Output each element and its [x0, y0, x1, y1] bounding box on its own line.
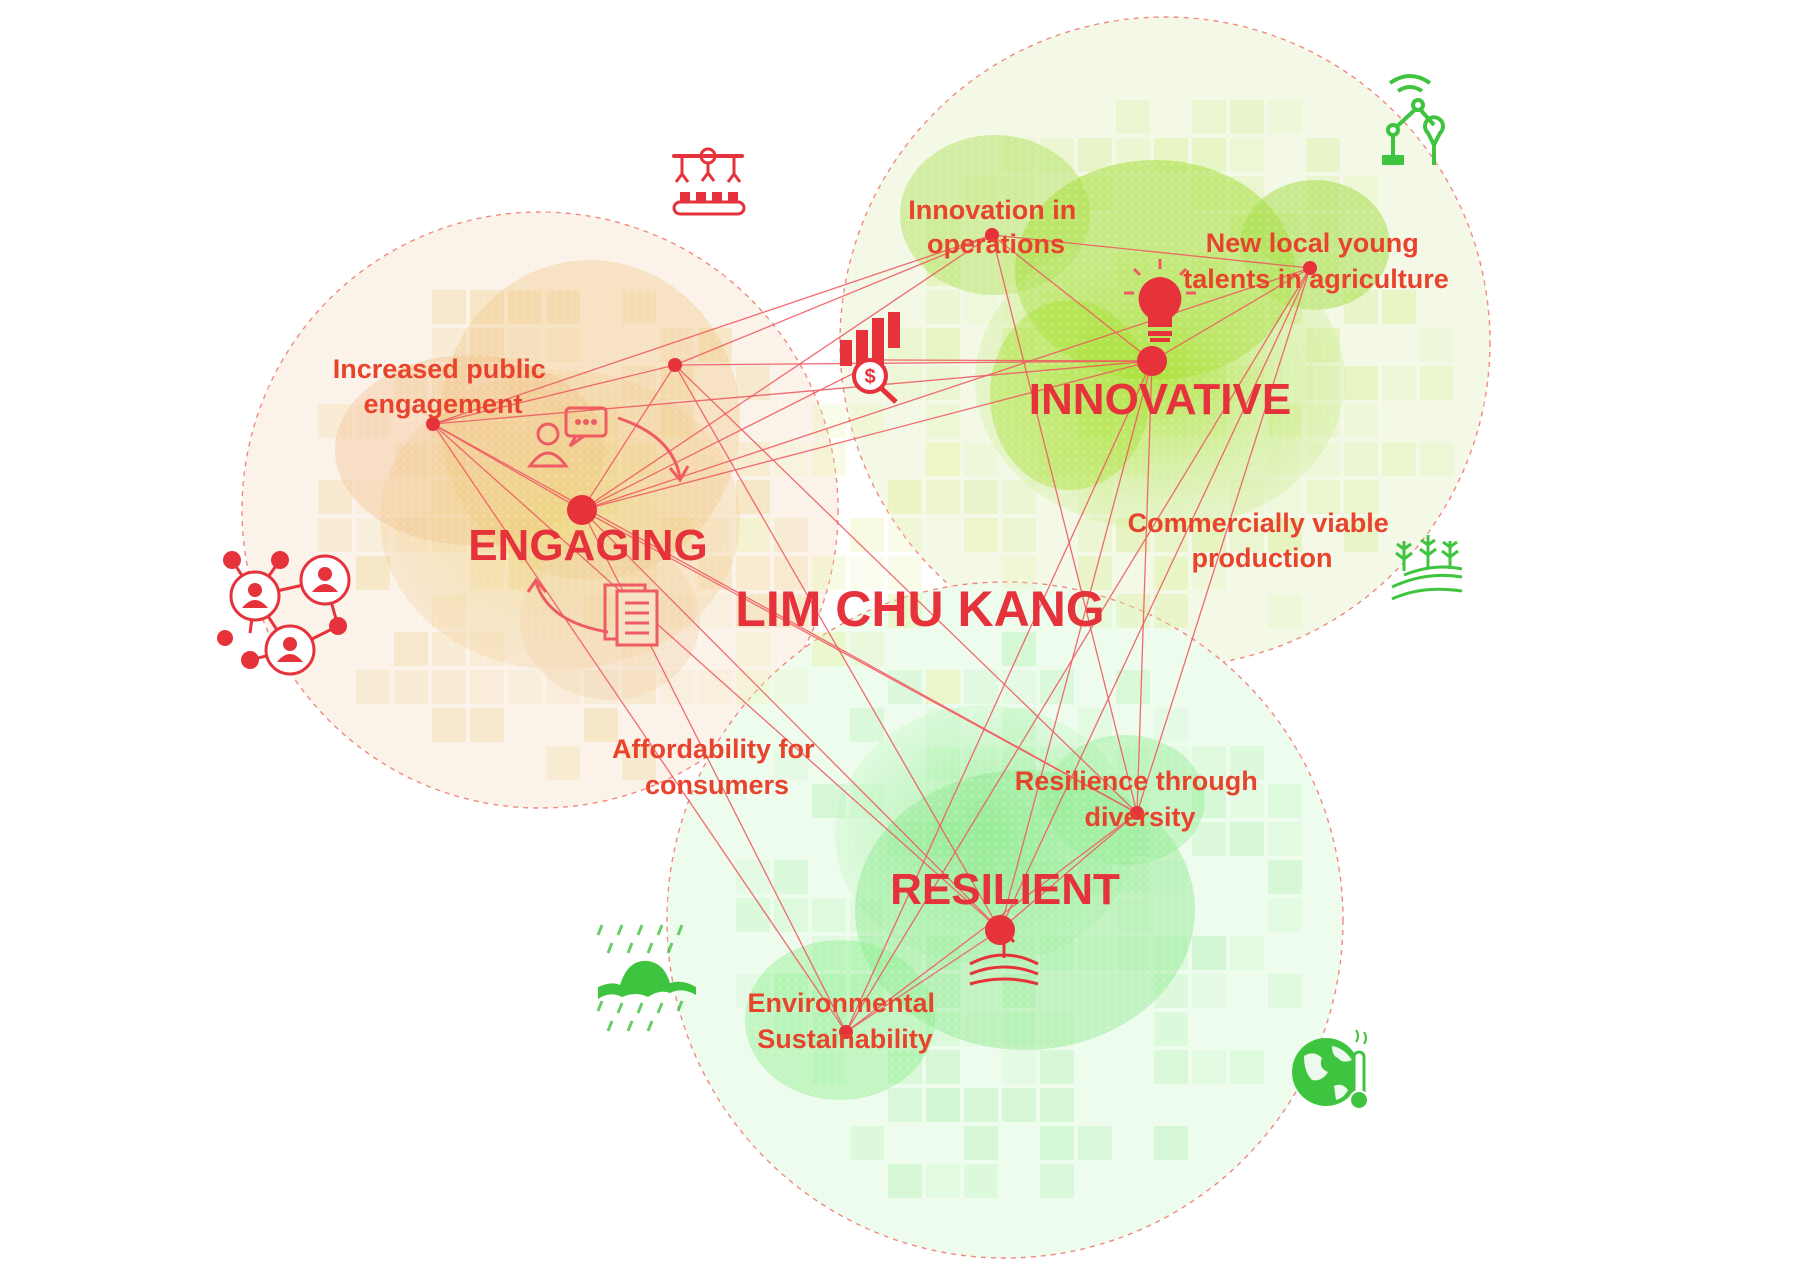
pillar-resilient: RESILIENT: [890, 865, 1120, 914]
pillar-labels: ENGAGING INNOVATIVE RESILIENT LIM CHU KA…: [468, 375, 1291, 914]
outcome-labels: Increased public engagement Innovation i…: [333, 195, 1449, 1054]
document-icon: [603, 583, 659, 647]
person-chat-icon: [527, 406, 608, 468]
outcome-node: [426, 417, 440, 431]
connection-line: [432, 423, 1138, 814]
connection-line: [581, 267, 1311, 511]
connection-line: [581, 364, 676, 511]
pillar-node: [567, 495, 597, 525]
connection-line: [845, 267, 1311, 1033]
connection-line: [674, 364, 1138, 814]
pillar-innovative: INNOVATIVE: [1029, 375, 1291, 424]
rise-above-waves-icon: [969, 927, 1039, 986]
flood-rain-icon: [596, 924, 696, 1032]
connection-line: [991, 234, 1311, 269]
globe-thermometer-icon: [1292, 1029, 1369, 1110]
connection-line: [432, 364, 676, 425]
connection-line: [991, 234, 1153, 362]
people-network-icon: [217, 551, 351, 676]
connection-line: [999, 360, 1153, 931]
label-sustainability: Environmental Sustainability: [747, 988, 942, 1054]
label-affordability: Affordability for consumers: [612, 734, 822, 800]
light-bulb-icon: [1124, 259, 1196, 342]
connection-line: [991, 234, 1138, 814]
connection-line: [581, 359, 881, 511]
connection-line: [674, 364, 1001, 931]
connection-line: [432, 423, 847, 1033]
label-resilience-diversity: Resilience through diversity: [1015, 766, 1266, 832]
connection-line: [879, 359, 1153, 362]
connection-line: [674, 234, 993, 366]
diagram-title: LIM CHU KANG: [735, 581, 1104, 637]
outcome-node: [839, 1025, 853, 1039]
connection-line: [845, 360, 1153, 1033]
connection-line: [845, 929, 1001, 1033]
connection-line: [1136, 360, 1153, 814]
outcome-node: [1130, 806, 1144, 820]
label-young-talents: New local young talents in agriculture: [1183, 228, 1449, 294]
curved-arrows-icon: [526, 416, 690, 634]
crop-field-icon: [1391, 535, 1463, 601]
node-layer: [426, 228, 1317, 1039]
finance-chart-icon: $: [840, 312, 900, 404]
connection-line: [999, 267, 1311, 931]
connection-line: [1151, 267, 1311, 362]
robotic-arm-icon: [1382, 74, 1445, 165]
label-public-engagement: Increased public engagement: [333, 354, 554, 419]
connection-line: [999, 812, 1138, 931]
pillar-node: [1137, 346, 1167, 376]
outcome-node: [668, 358, 682, 372]
connection-line: [432, 360, 1153, 425]
outcome-node: [1303, 261, 1317, 275]
connection-line: [581, 360, 1153, 511]
connection-line: [432, 423, 1001, 931]
pillar-engaging: ENGAGING: [468, 521, 708, 570]
connection-line: [581, 234, 993, 511]
svg-text:$: $: [864, 366, 875, 388]
connection-line: [581, 509, 1001, 931]
pillar-node: [985, 915, 1015, 945]
label-commercial-production: Commercially viable production: [1128, 508, 1397, 573]
connection-line: [432, 234, 993, 425]
label-innovation-operations: Innovation in operations: [908, 195, 1084, 259]
conveyor-robot-arms-icon: [672, 147, 746, 216]
connection-line: [674, 360, 1153, 366]
outcome-node: [985, 228, 999, 242]
connection-line: [1136, 267, 1311, 814]
